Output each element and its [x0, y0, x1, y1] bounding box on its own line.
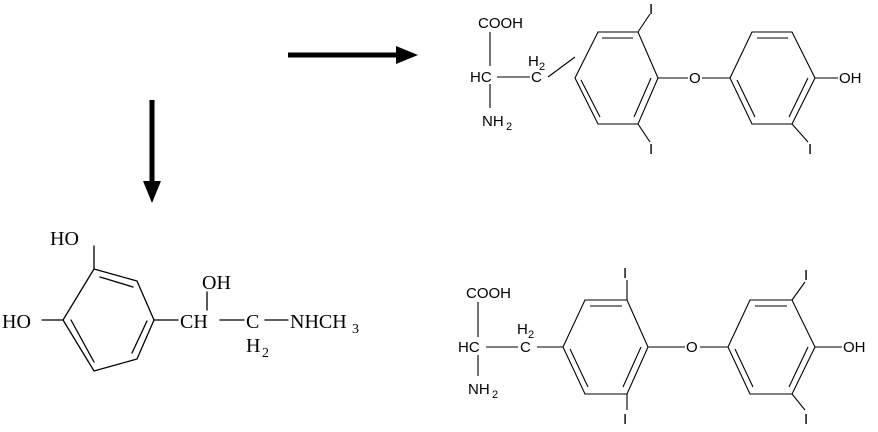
- t3-h2-label: H: [528, 53, 539, 70]
- t4-o-label: O: [686, 339, 698, 356]
- t4-oh-label: OH: [843, 339, 866, 356]
- t3-o-label: O: [689, 70, 701, 87]
- epinephrine-ho-top-label: HO: [50, 228, 79, 250]
- epinephrine-h2-label: H: [246, 335, 260, 357]
- t3-bond-i-bottom: [637, 123, 651, 143]
- t3-oh-label: OH: [839, 70, 862, 87]
- t4-i-top2-label: I: [804, 267, 808, 284]
- t4-hc-label: HC: [458, 339, 480, 356]
- t4-ring-1: [562, 299, 649, 395]
- t4-ring-2: [727, 299, 816, 395]
- t3-bond-i-top: [637, 13, 651, 33]
- right-arrow: [288, 46, 418, 64]
- epinephrine-ch-label: CH: [180, 311, 208, 333]
- t3-hc-label: HC: [470, 69, 492, 86]
- t3-h2-subscript: 2: [539, 61, 545, 73]
- t3-ring-1: [574, 31, 659, 125]
- epinephrine-benzene-ring: [62, 268, 155, 372]
- t4-bond-i-bottom2: [791, 393, 806, 411]
- t3-cooh-label: COOH: [478, 15, 523, 32]
- epinephrine-structure: HO HO OH CH C H 2 NHCH 3: [2, 228, 359, 372]
- thyroxine-structure: COOH HC H 2 C NH 2 O OH I I I I: [458, 265, 866, 428]
- t4-bond-i-top2: [791, 281, 806, 301]
- t3-bond-i-right: [791, 123, 809, 143]
- epinephrine-c-label: C: [246, 311, 259, 333]
- t3-nh2-subscript: 2: [506, 121, 512, 133]
- epinephrine-nhch3-label: NHCH: [290, 311, 347, 333]
- t3-c-label: C: [531, 69, 542, 86]
- t4-i-top1-label: I: [623, 265, 627, 282]
- t4-h2-label: H: [517, 321, 528, 338]
- t3-bond-c-ring: [547, 56, 576, 78]
- t3-nh2-label: NH: [482, 113, 504, 130]
- triiodothyronine-structure: COOH HC H 2 C NH 2 O OH I I I: [470, 1, 862, 158]
- t4-h2-subscript: 2: [528, 329, 534, 341]
- t4-nh2-subscript: 2: [492, 389, 498, 401]
- t4-i-bottom2-label: I: [804, 411, 808, 428]
- t3-ring-2: [729, 31, 816, 125]
- t3-i-right-label: I: [808, 141, 812, 158]
- epinephrine-nhch3-subscript: 3: [352, 322, 359, 337]
- t4-cooh-label: COOH: [466, 285, 511, 302]
- t3-i-bottom-label: I: [649, 141, 653, 158]
- t3-i-top-label: I: [649, 1, 653, 18]
- epinephrine-h2-subscript: 2: [262, 346, 269, 361]
- t4-nh2-label: NH: [468, 381, 490, 398]
- t4-c-label: C: [520, 339, 531, 356]
- t4-i-bottom1-label: I: [623, 411, 627, 428]
- epinephrine-oh-label: OH: [202, 272, 231, 294]
- down-arrow: [143, 100, 161, 203]
- epinephrine-ho-left-label: HO: [2, 311, 31, 333]
